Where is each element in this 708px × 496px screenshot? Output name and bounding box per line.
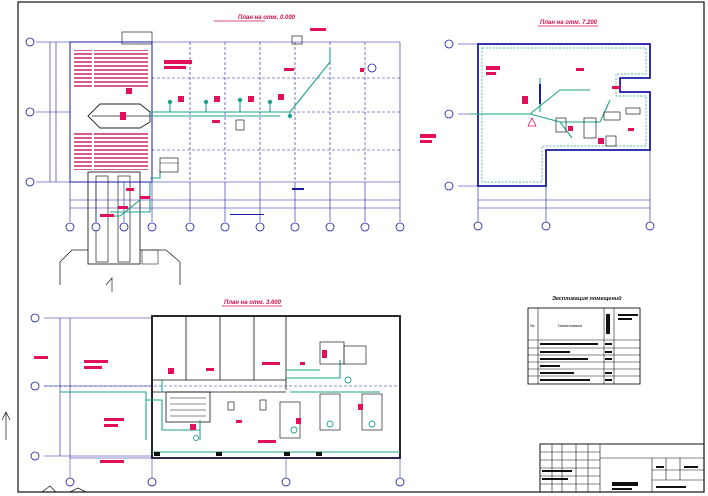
plan-a-grid [36, 41, 401, 222]
plan-c-pipes [60, 360, 400, 453]
plan-c-tags [34, 350, 363, 463]
title-block [539, 443, 705, 493]
plan-a-title: План на отм. 0.000 [238, 15, 296, 21]
plan-b-outline [477, 43, 651, 187]
plan-c-title: План на отм. 3.600 [224, 300, 282, 306]
edge-marks [1, 411, 87, 493]
hatched-rooms [74, 50, 148, 170]
plan-c-outline [151, 315, 401, 459]
specification-title: Экспликация помещений [552, 295, 622, 302]
specification-header-name: Наименование [558, 324, 582, 328]
plan-b-axis-bubbles [444, 39, 655, 231]
plan-a-axis-bubbles [25, 37, 405, 232]
plan-a: План на отм. 0.000 [25, 15, 405, 292]
specification-table: Экспликация помещений № Наименование [527, 295, 641, 385]
plan-c-axis-bubbles [30, 313, 405, 487]
plan-c: План на отм. 3.600 [30, 300, 405, 487]
plan-b: План на отм. 7.200 [420, 20, 655, 231]
plan-b-title: План на отм. 7.200 [540, 20, 598, 26]
sheet-border [17, 1, 705, 493]
specification-header-num: № [530, 323, 534, 328]
plan-a-tags [100, 28, 364, 217]
